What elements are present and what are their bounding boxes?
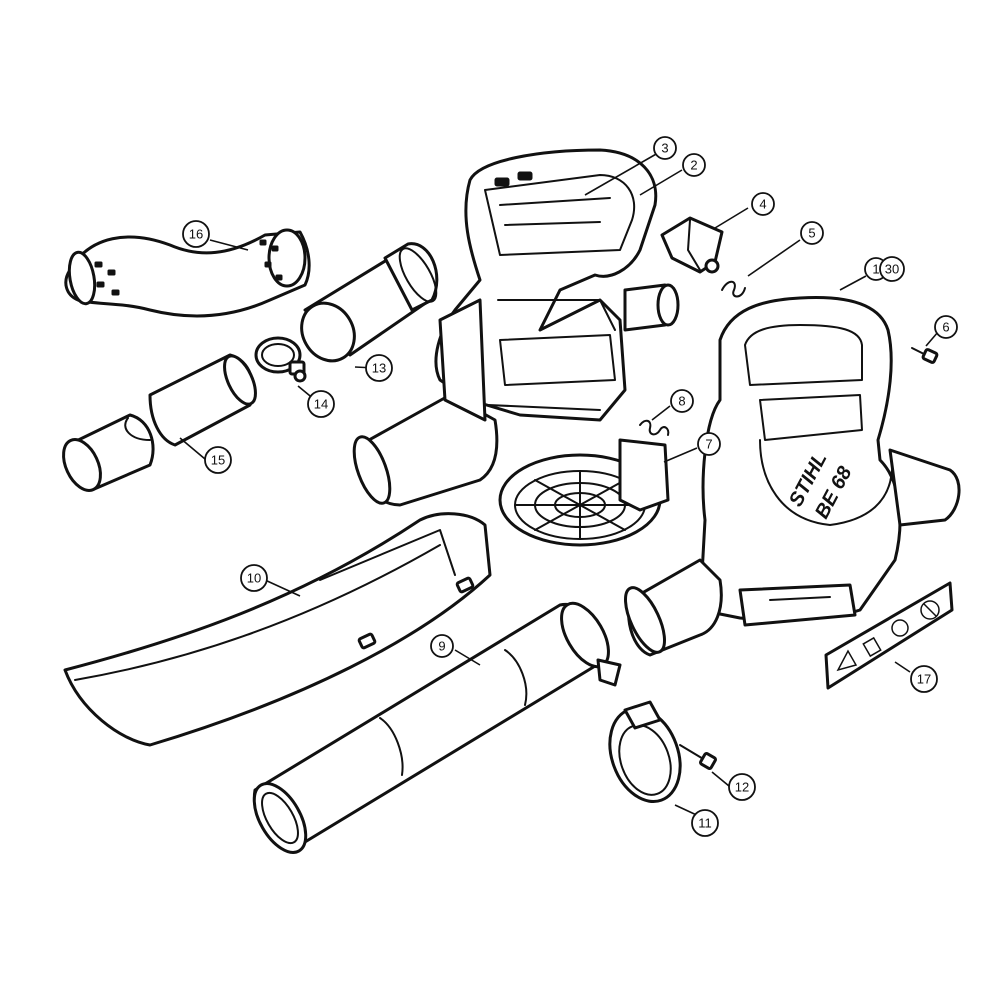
part-13-connector-tube: [300, 242, 439, 363]
part-8-spring: [639, 419, 670, 436]
part-2-upper-housing: [434, 148, 680, 422]
callout-3: 3: [653, 136, 677, 160]
svg-text:14: 14: [314, 397, 328, 412]
svg-text:30: 30: [885, 262, 899, 277]
svg-text:12: 12: [735, 780, 749, 795]
leader-lines: [179, 152, 939, 819]
svg-text:5: 5: [808, 226, 815, 241]
callout-6: 6: [934, 315, 958, 339]
callout-13: 13: [365, 354, 393, 382]
callout-9: 9: [430, 634, 454, 658]
svg-text:8: 8: [678, 394, 685, 409]
callout-30: 30: [879, 256, 905, 282]
part-15-tube-sections: [62, 353, 257, 492]
svg-text:17: 17: [917, 672, 931, 687]
blower-outlet: [624, 558, 723, 657]
svg-text:7: 7: [705, 437, 712, 452]
part-7-intake-cover: [498, 438, 670, 547]
svg-text:6: 6: [942, 320, 949, 335]
svg-text:16: 16: [189, 227, 203, 242]
part-6-screw: [911, 347, 939, 364]
callout-17: 17: [910, 665, 938, 693]
callout-2: 2: [682, 153, 706, 177]
svg-text:3: 3: [661, 141, 668, 156]
svg-text:13: 13: [372, 361, 386, 376]
part-5-spring: [721, 280, 746, 298]
part-1-motor-housing: STIHL BE 68: [698, 296, 961, 627]
callout-16: 16: [182, 220, 210, 248]
svg-text:11: 11: [698, 816, 712, 831]
part-10-nozzle: [63, 512, 492, 747]
part-17-warning-label: [824, 581, 954, 690]
callout-11: 11: [691, 809, 719, 837]
part-11-clamp: [608, 700, 682, 803]
svg-text:2: 2: [690, 158, 697, 173]
part-16-elbow-tube: [64, 228, 311, 318]
callout-5: 5: [800, 221, 824, 245]
callout-15: 15: [204, 446, 232, 474]
svg-text:15: 15: [211, 453, 225, 468]
svg-text:4: 4: [759, 197, 766, 212]
svg-text:1: 1: [872, 262, 879, 277]
svg-text:10: 10: [247, 571, 261, 586]
callout-7: 7: [697, 432, 721, 456]
part-4-latch: [660, 216, 724, 274]
callout-14: 14: [307, 390, 335, 418]
housing-outlet: [352, 298, 601, 507]
part-12-screw: [679, 744, 717, 770]
part-14-hose-clamp: [254, 336, 307, 383]
perforation-holes: [94, 239, 283, 296]
svg-text:9: 9: [438, 639, 445, 654]
callout-10: 10: [240, 564, 268, 592]
callout-12: 12: [728, 773, 756, 801]
callout-4: 4: [751, 192, 775, 216]
part-9-blow-tube: [252, 601, 622, 854]
callout-8: 8: [670, 389, 694, 413]
